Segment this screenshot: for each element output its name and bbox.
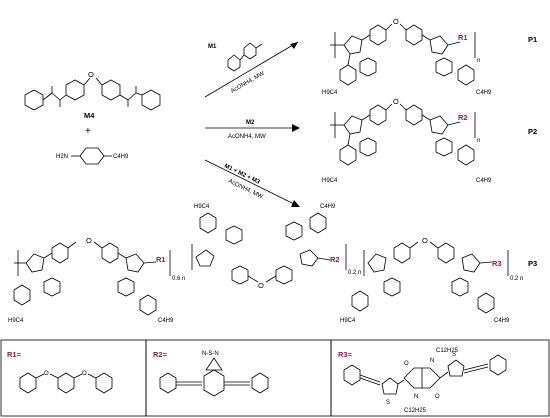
plus-sign: + xyxy=(85,126,91,137)
p3-r3: R3 xyxy=(492,259,502,268)
p1-label: P1 xyxy=(528,35,537,44)
r-group-legend: R1= O O R2= N-S-N R3= xyxy=(0,339,550,417)
arrow1-conditions: AcONH4, MW xyxy=(230,71,266,95)
r2-title: R2= xyxy=(153,350,168,359)
p3-butyl-1: H9C4 xyxy=(8,318,24,324)
p3-r2: R2 xyxy=(330,255,340,264)
product-p3: O R1 0.6 n H9C4 C4H9 H9C4 O C4H9 R2 0.2 … xyxy=(8,204,537,324)
p2-n: n xyxy=(477,138,480,144)
p3-sub3: 0.2 n xyxy=(510,276,523,282)
r3-chain-bottom: C12H25 xyxy=(404,408,427,414)
r3-n-bottom: N xyxy=(414,394,418,400)
r3-structure: S O O N N C12H25 C12H25 S xyxy=(343,348,507,414)
r3-o-top: O xyxy=(404,361,409,367)
p1-r1: R1 xyxy=(458,33,468,42)
r3-o-bottom: O xyxy=(435,394,440,400)
svg-text:O: O xyxy=(393,97,399,106)
r2-hetero: N-S-N xyxy=(202,351,219,357)
p3-butyl-5: H9C4 xyxy=(340,318,356,324)
svg-text:O: O xyxy=(422,236,428,245)
reactant-amine: H2N C4H9 xyxy=(56,147,129,165)
svg-text:O: O xyxy=(44,371,49,377)
svg-text:O: O xyxy=(258,281,264,290)
arrow-to-p2: M2 AcONH4, MW xyxy=(205,120,300,140)
p3-butyl-2: C4H9 xyxy=(158,318,174,324)
p3-butyl-4: C4H9 xyxy=(320,204,336,210)
p2-r2: R2 xyxy=(458,113,468,122)
r3-chain-top: C12H25 xyxy=(436,348,459,354)
m1-structure xyxy=(227,42,263,72)
product-p2: O R2 n H9C4 C4H9 P2 xyxy=(322,97,537,184)
p3-r1: R1 xyxy=(156,255,166,264)
arrow1-monomer: M1 xyxy=(208,44,217,50)
p2-label: P2 xyxy=(528,127,537,136)
r1-title: R1= xyxy=(7,350,22,359)
r3-n-top: N xyxy=(430,358,434,364)
p1-butyl-left: H9C4 xyxy=(322,90,338,96)
arrow-to-p1: M1 AcONH4, MW xyxy=(204,41,299,98)
arrow-to-p3: M1 + M2 + M3 AcONH4, MW xyxy=(204,159,300,207)
r3-s-left: S xyxy=(386,400,390,406)
p3-sub1: 0.6 n xyxy=(172,276,185,282)
p2-butyl-right: C4H9 xyxy=(476,178,492,184)
m4-ether-o: O xyxy=(88,70,94,79)
arrow2-monomer: M2 xyxy=(246,120,255,126)
r2-box xyxy=(145,339,332,417)
p3-butyl-3: H9C4 xyxy=(194,204,210,210)
svg-text:O: O xyxy=(393,17,399,26)
p1-n: n xyxy=(477,58,480,64)
p3-butyl-6: C4H9 xyxy=(494,318,510,324)
r3-box xyxy=(330,339,550,417)
p2-butyl-left: H9C4 xyxy=(322,178,338,184)
r3-title: R3= xyxy=(338,350,353,359)
reactant-m4: O M4 xyxy=(24,70,161,120)
p3-sub2: 0.2 n xyxy=(348,270,361,276)
amine-butyl: C4H9 xyxy=(113,154,129,160)
arrow2-conditions: AcONH4, MW xyxy=(228,134,266,140)
amine-nh2: H2N xyxy=(56,154,68,160)
p3-label: P3 xyxy=(528,259,537,268)
r2-structure: N-S-N xyxy=(159,351,269,397)
r3-s-right: S xyxy=(452,352,456,358)
r1-structure: O O xyxy=(19,371,113,394)
p1-butyl-right: C4H9 xyxy=(476,90,492,96)
m4-label: M4 xyxy=(84,111,95,120)
svg-text:O: O xyxy=(82,371,87,377)
svg-text:O: O xyxy=(86,236,92,245)
product-p1: O R1 n H9C4 C4H9 P1 xyxy=(322,17,537,96)
